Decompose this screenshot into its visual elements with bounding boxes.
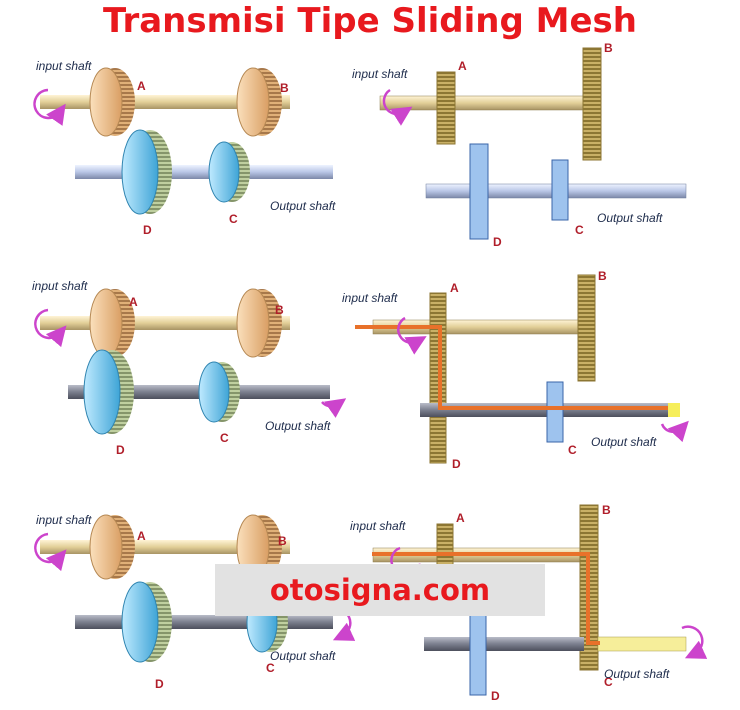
output-end-highlight xyxy=(668,403,680,417)
rotation-arrow-icon xyxy=(382,88,413,126)
gear-d-label: D xyxy=(452,457,461,471)
page-title: Transmisi Tipe Sliding Mesh xyxy=(102,1,637,41)
row1-left-3d: input shaft A B C D Output shaft xyxy=(33,59,336,237)
gear-b-label: B xyxy=(598,269,607,283)
gear-c xyxy=(546,381,564,443)
gear-d-label: D xyxy=(493,235,502,249)
gear-b-label: B xyxy=(280,81,289,95)
gear-c-label: C xyxy=(266,661,275,675)
output-shaft-label: Output shaft xyxy=(591,435,657,449)
gear-c-label: C xyxy=(220,431,229,445)
gear-b-label: B xyxy=(602,503,611,517)
row3-right-2d: input shaft A B C D Output shaft xyxy=(350,503,708,703)
output-shaft xyxy=(75,165,333,179)
gear-b xyxy=(236,67,270,137)
gear-d xyxy=(121,581,159,663)
power-flow-line xyxy=(372,552,600,645)
rotation-arrow-icon xyxy=(681,625,708,659)
row2-left-3d: input shaft A B C D Output shaft xyxy=(32,279,347,457)
output-shaft-label: Output shaft xyxy=(265,419,331,433)
input-shaft-label: input shaft xyxy=(352,67,408,81)
rotation-arrow-icon xyxy=(660,420,689,443)
input-shaft-label: input shaft xyxy=(36,59,92,73)
gear-a-label: A xyxy=(450,281,459,295)
input-shaft-label: input shaft xyxy=(350,519,406,533)
watermark: otosigna.com xyxy=(215,564,545,616)
gear-c xyxy=(208,141,240,203)
gear-d-label: D xyxy=(143,223,152,237)
gear-c xyxy=(198,361,230,423)
gear-a xyxy=(89,514,123,580)
output-shaft-label: Output shaft xyxy=(270,199,336,213)
output-shaft xyxy=(75,615,333,629)
gear-d-label: D xyxy=(116,443,125,457)
gear-c-label: C xyxy=(604,675,613,689)
row3-left-3d: input shaft A B C D Output shaft xyxy=(34,513,356,691)
gear-c xyxy=(551,159,569,221)
row1-right-2d: input shaft A B C D Output shaft xyxy=(352,41,687,249)
row2-right-2d: input shaft A B C D Output shaft xyxy=(342,269,689,471)
gear-a-label: A xyxy=(137,79,146,93)
gear-a-label: A xyxy=(456,511,465,525)
gear-a xyxy=(436,71,456,145)
gear-d xyxy=(121,129,159,215)
input-shaft-label: input shaft xyxy=(342,291,398,305)
gear-c-label: C xyxy=(568,443,577,457)
rotation-arrow-icon xyxy=(34,308,67,348)
gear-a xyxy=(89,67,123,137)
output-shaft-label: Output shaft xyxy=(597,211,663,225)
gear-a-label: A xyxy=(129,295,138,309)
input-shaft xyxy=(379,95,586,111)
gear-a xyxy=(89,288,123,358)
output-shaft-label: Output shaft xyxy=(270,649,336,663)
gear-d xyxy=(83,349,121,435)
rotation-arrow-icon xyxy=(321,398,347,418)
gear-a-label: A xyxy=(458,59,467,73)
gear-b-label: B xyxy=(278,534,287,548)
gear-b xyxy=(577,274,596,382)
input-shaft-label: input shaft xyxy=(36,513,92,527)
gear-d-label: D xyxy=(491,689,500,703)
gear-c-label: C xyxy=(229,212,238,226)
gear-a-label: A xyxy=(137,529,146,543)
gear-d xyxy=(469,143,489,240)
input-shaft-label: input shaft xyxy=(32,279,88,293)
output-shaft xyxy=(424,637,584,651)
rotation-arrow-icon xyxy=(397,316,427,355)
gear-b-label: B xyxy=(604,41,613,55)
rotation-arrow-icon xyxy=(34,532,67,572)
gear-c-label: C xyxy=(575,223,584,237)
output-shaft-label: Output shaft xyxy=(604,667,670,681)
gear-b xyxy=(582,47,602,161)
output-shaft-driven xyxy=(597,636,687,652)
gear-b-label: B xyxy=(275,303,284,317)
gear-d-label: D xyxy=(155,677,164,691)
gear-b xyxy=(236,288,270,358)
rotation-arrow-icon xyxy=(33,88,66,126)
